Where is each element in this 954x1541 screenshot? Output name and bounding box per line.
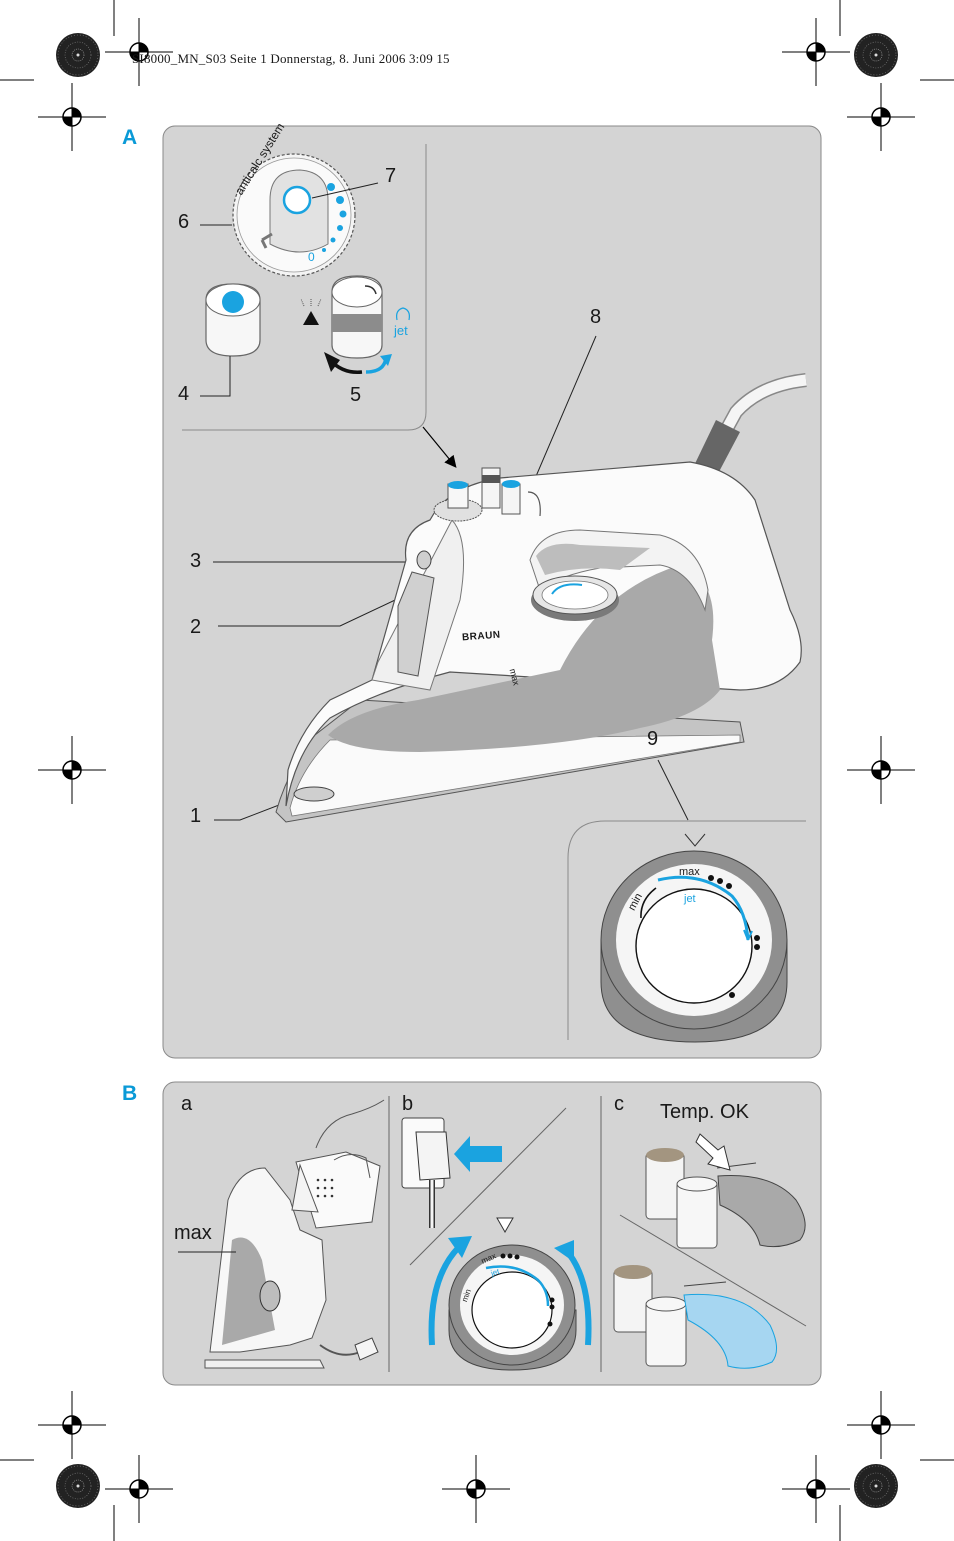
plug-in-illustration — [401, 1117, 502, 1228]
section-letter-b: B — [122, 1082, 138, 1105]
temperature-lamp-on — [613, 1265, 777, 1369]
panel-b-letter: b — [402, 1093, 414, 1115]
dial-inset-frame — [567, 820, 806, 1040]
steam-iron — [275, 461, 802, 823]
steam-button — [205, 283, 261, 357]
callout-3: 3 — [190, 550, 202, 572]
panel-a-max-label: max — [174, 1222, 212, 1244]
callout-9: 9 — [647, 728, 659, 750]
callout-8: 8 — [590, 306, 602, 328]
anticalc-dial — [232, 153, 356, 277]
print-header: SI8000_MN_S03 Seite 1 Donnerstag, 8. Jun… — [132, 51, 450, 66]
temp-dial-max-label: max — [679, 866, 700, 878]
temp-dial-jet-label: jet — [684, 893, 696, 905]
controls-inset-frame — [182, 144, 427, 431]
jet-label: jet — [394, 323, 408, 338]
temperature-lamp-off — [645, 1133, 806, 1249]
callout-1: 1 — [190, 805, 202, 827]
panel-c-letter: c — [614, 1093, 624, 1115]
panel-b-diagonal-c — [619, 1214, 807, 1327]
temp-ok-label: Temp. OK — [660, 1101, 749, 1123]
section-letter-a: A — [122, 126, 138, 149]
spray-jet-knob — [300, 275, 410, 374]
callout-4: 4 — [178, 383, 190, 405]
callout-5: 5 — [350, 384, 362, 406]
temperature-dial-enlarged — [600, 833, 788, 1043]
panel-b-diagonal-b — [409, 1107, 567, 1266]
callout-6: 6 — [178, 211, 190, 233]
callout-leader-lines — [200, 182, 689, 821]
filling-illustration — [178, 1099, 385, 1369]
callout-7: 7 — [385, 165, 397, 187]
pointer-arrow-to-controls — [422, 426, 457, 468]
anticalc-dial-zero: 0 — [308, 250, 315, 264]
temp-dial-turning — [428, 1217, 592, 1371]
callout-2: 2 — [190, 616, 202, 638]
panel-a-letter: a — [181, 1093, 193, 1115]
